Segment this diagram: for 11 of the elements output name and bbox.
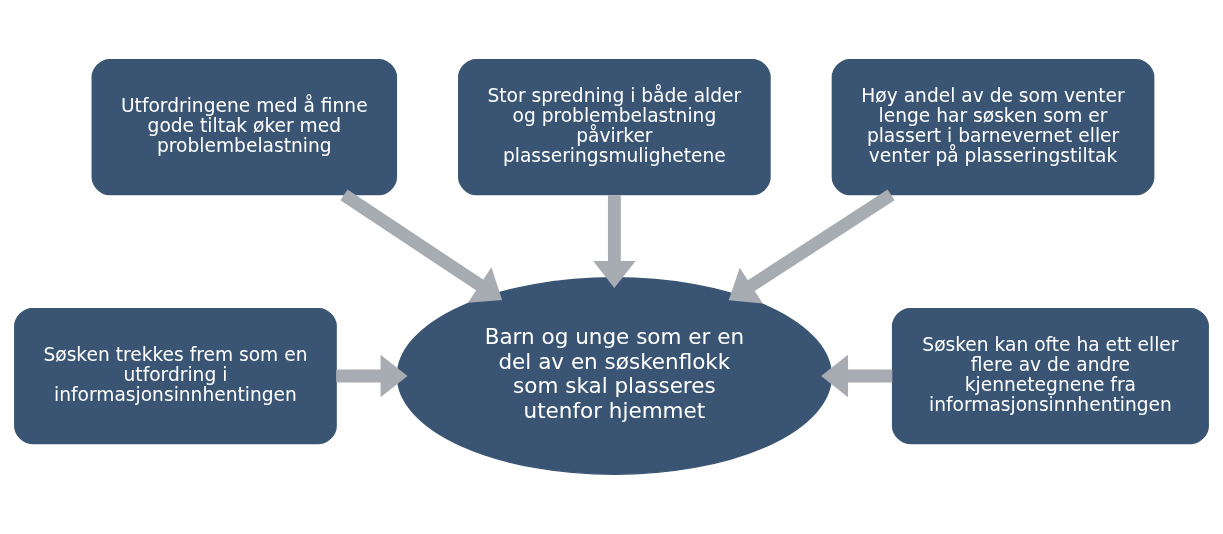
- node-box: Høy andel av de som venter lenge har søsken som er plassert i barnevernet eller venter på plasseringstiltak: [831, 59, 1155, 196]
- arrow: [593, 195, 636, 288]
- node-box: Søsken trekkes frem som en utfordring i informasjonsinnhentingen: [14, 307, 337, 445]
- node-box: Søsken kan ofte ha ett eller flere av de andre kjennetegnene fra informasjonsinnhentingen: [891, 307, 1209, 445]
- node-box: Stor spredning i både alder og problembelastning påvirker plasseringsmulighetene: [458, 59, 771, 196]
- arrow: [336, 354, 408, 398]
- arrow: [340, 189, 503, 303]
- node-ellipse: Barn og unge som er en del av en søskenflokk som skal plasseres utenfor hjemmet: [396, 277, 833, 475]
- arrow: [728, 189, 895, 304]
- node-box: Utfordringene med å finne gode tiltak øker med problembelastning: [91, 59, 398, 196]
- arrow: [821, 354, 893, 398]
